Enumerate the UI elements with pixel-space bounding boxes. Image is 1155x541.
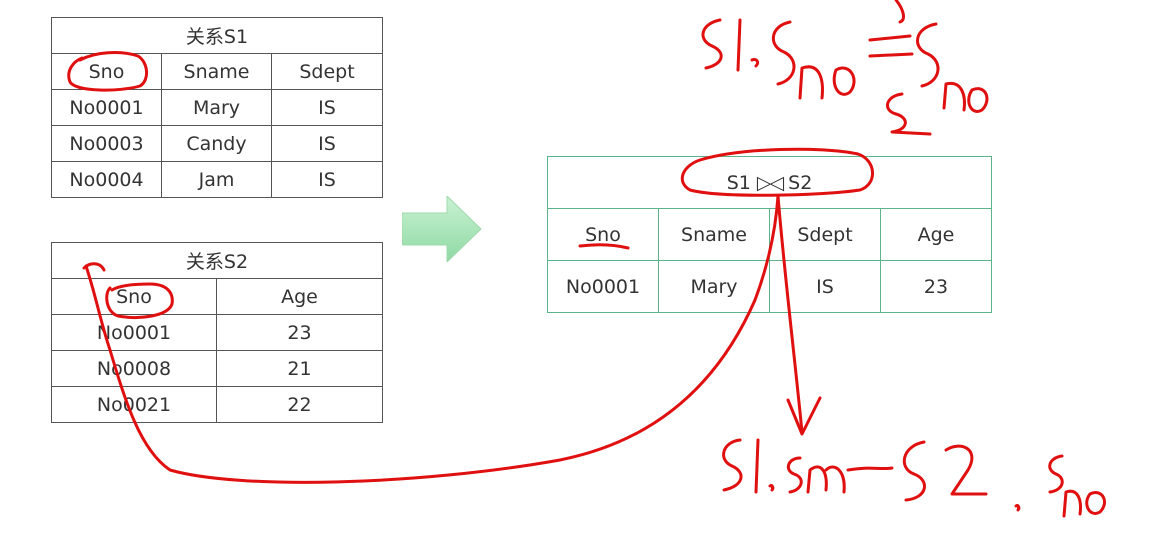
join-result-table: S1 ▷◁ S2 Sno Sname Sdept Age No0001 Mary… <box>546 156 993 313</box>
bottom-no <box>1062 489 1106 518</box>
bottom-dot2 <box>1014 504 1021 512</box>
table-cell: IS <box>270 125 384 162</box>
table-row: No0021 22 <box>51 386 383 423</box>
column-header: Sno <box>547 208 659 261</box>
bottom-1 <box>754 438 760 494</box>
bottom-S2 <box>902 440 926 502</box>
table-row: No0008 21 <box>51 350 383 387</box>
relation-s2-caption: 关系S2 <box>51 242 383 279</box>
top-scribble-S3 <box>916 22 940 88</box>
top-scribble-S4 <box>886 92 932 136</box>
join-expression: S1 ▷◁ S2 <box>546 156 993 209</box>
bottom-2 <box>944 444 988 496</box>
bottom-S3 <box>1048 454 1064 494</box>
relation-s2-table: 关系S2 Sno Age No0001 23 No0008 21 No0021 … <box>51 242 383 423</box>
bottom-Sm <box>786 456 846 494</box>
table-row: No0001 Mary IS <box>51 89 384 126</box>
table-cell: No0004 <box>51 161 162 198</box>
table-row: No0001 Mary IS 23 <box>547 260 993 313</box>
bottom-eq <box>846 466 894 472</box>
table-cell: Mary <box>658 260 770 313</box>
table-cell: 23 <box>216 314 383 351</box>
table-cell: Candy <box>161 125 272 162</box>
table-cell: Jam <box>161 161 272 198</box>
natural-join-symbol: ▷◁ <box>756 171 784 194</box>
relation-s1-caption: 关系S1 <box>50 17 384 54</box>
table-cell: No0001 <box>51 314 217 351</box>
top-scribble-hook <box>894 0 905 24</box>
relation-s1-header-row: Sno Sname Sdept <box>51 53 384 90</box>
top-scribble-eq <box>868 34 914 58</box>
table-cell: No0008 <box>51 350 217 387</box>
column-header: Sno <box>51 278 217 315</box>
right-arrow-icon <box>402 196 482 262</box>
table-cell: 22 <box>216 386 383 423</box>
relation-s2-header-row: Sno Age <box>51 278 383 315</box>
table-cell: No0001 <box>547 260 659 313</box>
join-result-header-row: Sno Sname Sdept Age <box>547 208 993 261</box>
column-header: Age <box>879 208 993 261</box>
table-cell: No0003 <box>51 125 162 162</box>
bottom-dot <box>768 484 775 492</box>
table-row: No0003 Candy IS <box>51 125 384 162</box>
table-cell: IS <box>270 89 384 126</box>
top-scribble-dot <box>750 58 760 68</box>
relation-s1-table: 关系S1 Sno Sname Sdept No0001 Mary IS No00… <box>50 17 384 198</box>
column-header: Sname <box>658 208 770 261</box>
table-cell: 21 <box>216 350 383 387</box>
column-header: Sname <box>161 53 272 90</box>
top-scribble-1 <box>736 18 742 72</box>
table-cell: No0001 <box>51 89 162 126</box>
column-header: Sdept <box>769 208 881 261</box>
table-row: No0001 23 <box>51 314 383 351</box>
top-scribble-S2 <box>772 20 796 86</box>
table-cell: IS <box>270 161 384 198</box>
column-header: Sdept <box>270 53 384 90</box>
table-cell: Mary <box>161 89 272 126</box>
table-cell: No0021 <box>51 386 217 423</box>
table-cell: 23 <box>879 260 993 313</box>
top-scribble-no2 <box>942 81 989 113</box>
table-cell: IS <box>769 260 881 313</box>
top-scribble-S1 <box>701 18 723 70</box>
column-header: Age <box>216 278 383 315</box>
column-header: Sno <box>51 53 162 90</box>
bottom-S1 <box>722 438 743 492</box>
table-row: No0004 Jam IS <box>51 161 384 198</box>
left-operand: S1 <box>726 171 751 194</box>
down-arrow-head <box>786 396 822 436</box>
top-scribble-no <box>798 65 856 100</box>
right-operand: S2 <box>788 171 813 194</box>
